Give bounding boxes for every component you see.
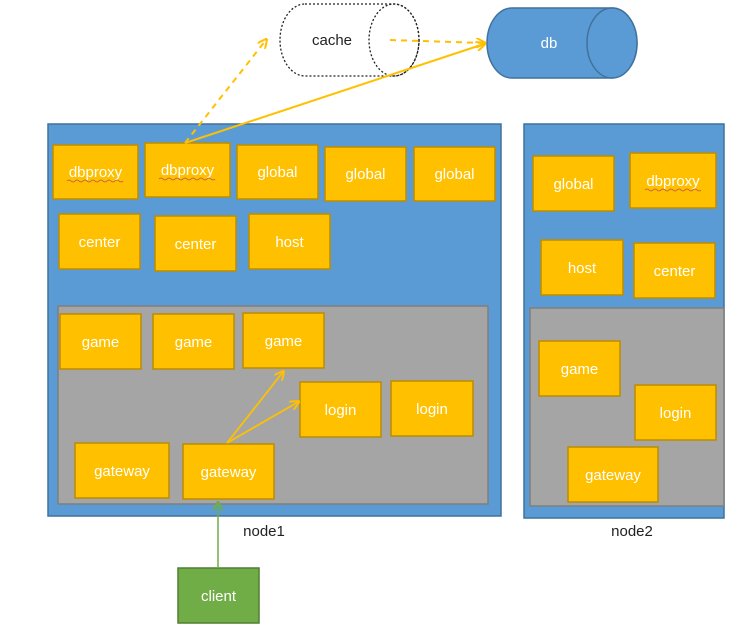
service-label: login (416, 401, 448, 418)
spellcheck-underline (66, 179, 124, 183)
spellcheck-underline (644, 188, 702, 192)
service-box: global (236, 144, 319, 200)
service-box: login (634, 384, 717, 441)
service-box: global (324, 146, 407, 202)
cache-label: cache (312, 32, 352, 49)
cache-store: cache (279, 3, 420, 77)
service-label: center (654, 263, 696, 280)
service-label: game (265, 333, 303, 350)
service-box: host (248, 213, 331, 270)
service-box: dbproxy (629, 152, 717, 209)
service-box: gateway (182, 443, 275, 500)
service-box: login (390, 380, 474, 437)
service-box: game (152, 313, 235, 370)
service-label: global (345, 166, 385, 183)
service-label: gateway (201, 464, 257, 481)
service-box: dbproxy (52, 144, 139, 200)
node1-label: node1 (243, 523, 285, 540)
service-label: dbproxy (646, 173, 700, 190)
client-label: client (201, 588, 237, 605)
cache-to-db-arrow (389, 40, 484, 43)
service-label: global (434, 166, 474, 183)
service-label: global (553, 176, 593, 193)
db-store: db (486, 7, 638, 79)
service-label: host (275, 234, 304, 251)
service-label: gateway (585, 467, 641, 484)
service-box: gateway (74, 442, 170, 499)
service-label: center (175, 236, 217, 253)
service-box: global (413, 146, 496, 202)
service-label: gateway (94, 463, 150, 480)
service-label: dbproxy (69, 164, 123, 181)
service-label: game (561, 361, 599, 378)
node2-label: node2 (611, 523, 653, 540)
service-box: dbproxy (144, 142, 231, 198)
service-label: login (325, 402, 357, 419)
gateway-to-login-arrow (226, 402, 298, 444)
db-label: db (541, 35, 558, 52)
service-box: game (538, 340, 621, 397)
service-box: host (540, 239, 624, 296)
service-box: game (59, 313, 142, 370)
service-label: center (79, 234, 121, 251)
gateway-to-game-arrow (226, 372, 283, 444)
service-box: game (242, 312, 325, 369)
service-label: login (660, 405, 692, 422)
dbproxy-to-db-arrow (184, 44, 484, 144)
service-box: center (154, 215, 237, 272)
service-label: dbproxy (161, 162, 215, 179)
service-label: global (257, 164, 297, 181)
service-box: global (532, 155, 615, 212)
service-box: center (633, 242, 716, 299)
spellcheck-underline (158, 177, 216, 181)
client-box: client (177, 567, 260, 624)
service-box: gateway (567, 446, 659, 503)
service-box: login (299, 381, 382, 438)
service-label: game (175, 334, 213, 351)
service-label: game (82, 334, 120, 351)
service-box: center (58, 213, 141, 270)
service-label: host (568, 260, 597, 277)
